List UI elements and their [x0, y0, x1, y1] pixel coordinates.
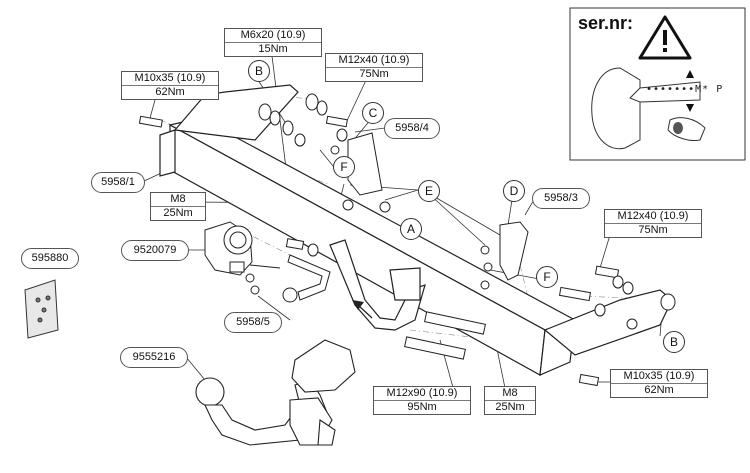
bolts: [138, 115, 620, 387]
spec-m8-left-bolt: M8: [170, 193, 186, 205]
spec-m8-bottom: M8 25Nm: [484, 386, 536, 415]
serial-box: [569, 7, 746, 161]
sticker-595880: [24, 279, 59, 339]
spec-m8-left-torque: 25Nm: [151, 206, 205, 220]
callout-a: A: [400, 218, 422, 240]
washers-nuts: [245, 93, 676, 330]
spec-m10x35-left-torque: 62Nm: [122, 85, 218, 99]
ball-hook-9555216: [195, 339, 356, 446]
callout-f-right: F: [536, 266, 558, 288]
spec-m12x40-top: M12x40 (10.9) 75Nm: [325, 53, 423, 82]
callout-f-left: F: [333, 156, 355, 178]
spec-m6x20-torque: 15Nm: [225, 42, 321, 56]
spec-m12x90: M12x90 (10.9) 95Nm: [373, 386, 471, 415]
spec-m10x35-left: M10x35 (10.9) 62Nm: [121, 71, 219, 100]
spec-m10x35-right-bolt: M10x35 (10.9): [623, 370, 695, 382]
spec-m12x40-top-torque: 75Nm: [326, 67, 422, 81]
serial-number-title: ser.nr:: [578, 13, 634, 33]
callout-d: D: [503, 180, 525, 202]
part-5958-4: 5958/4: [384, 118, 440, 139]
spec-m12x90-bolt: M12x90 (10.9): [386, 387, 458, 399]
spec-m12x40-right-bolt: M12x40 (10.9): [617, 210, 689, 222]
spec-m6x20: M6x20 (10.9) 15Nm: [224, 28, 322, 57]
spec-m12x40-right: M12x40 (10.9) 75Nm: [604, 209, 702, 238]
bracket-5958-5: [287, 254, 331, 301]
spec-m10x35-right: M10x35 (10.9) 62Nm: [610, 369, 708, 398]
spec-m6x20-bolt: M6x20 (10.9): [240, 29, 306, 41]
spec-m8-left: M8 25Nm: [150, 192, 206, 221]
spec-m8-bottom-bolt: M8: [502, 387, 518, 399]
part-9520079: 9520079: [121, 240, 189, 261]
callout-b-right: B: [663, 331, 685, 353]
spec-m10x35-right-torque: 62Nm: [611, 383, 707, 397]
spec-m12x40-right-torque: 75Nm: [605, 223, 701, 237]
spec-m12x90-torque: 95Nm: [374, 400, 470, 414]
part-5958-1: 5958/1: [91, 172, 145, 193]
part-595880: 595880: [21, 248, 79, 269]
insert-arrow: [352, 300, 373, 319]
spec-m12x40-top-bolt: M12x40 (10.9): [338, 54, 410, 66]
callout-e: E: [418, 180, 440, 202]
spec-m10x35-left-bolt: M10x35 (10.9): [134, 72, 206, 84]
callout-c: C: [362, 102, 384, 124]
callout-b-top: B: [248, 60, 270, 82]
bracket-d: [499, 221, 529, 281]
part-9555216: 9555216: [120, 347, 188, 368]
socket-9520079: [204, 221, 281, 276]
part-5958-5: 5958/5: [224, 312, 282, 333]
spec-m8-bottom-torque: 25Nm: [485, 400, 535, 414]
part-5958-3: 5958/3: [532, 188, 590, 209]
serial-plate-text: •••••••M* P: [646, 84, 724, 95]
